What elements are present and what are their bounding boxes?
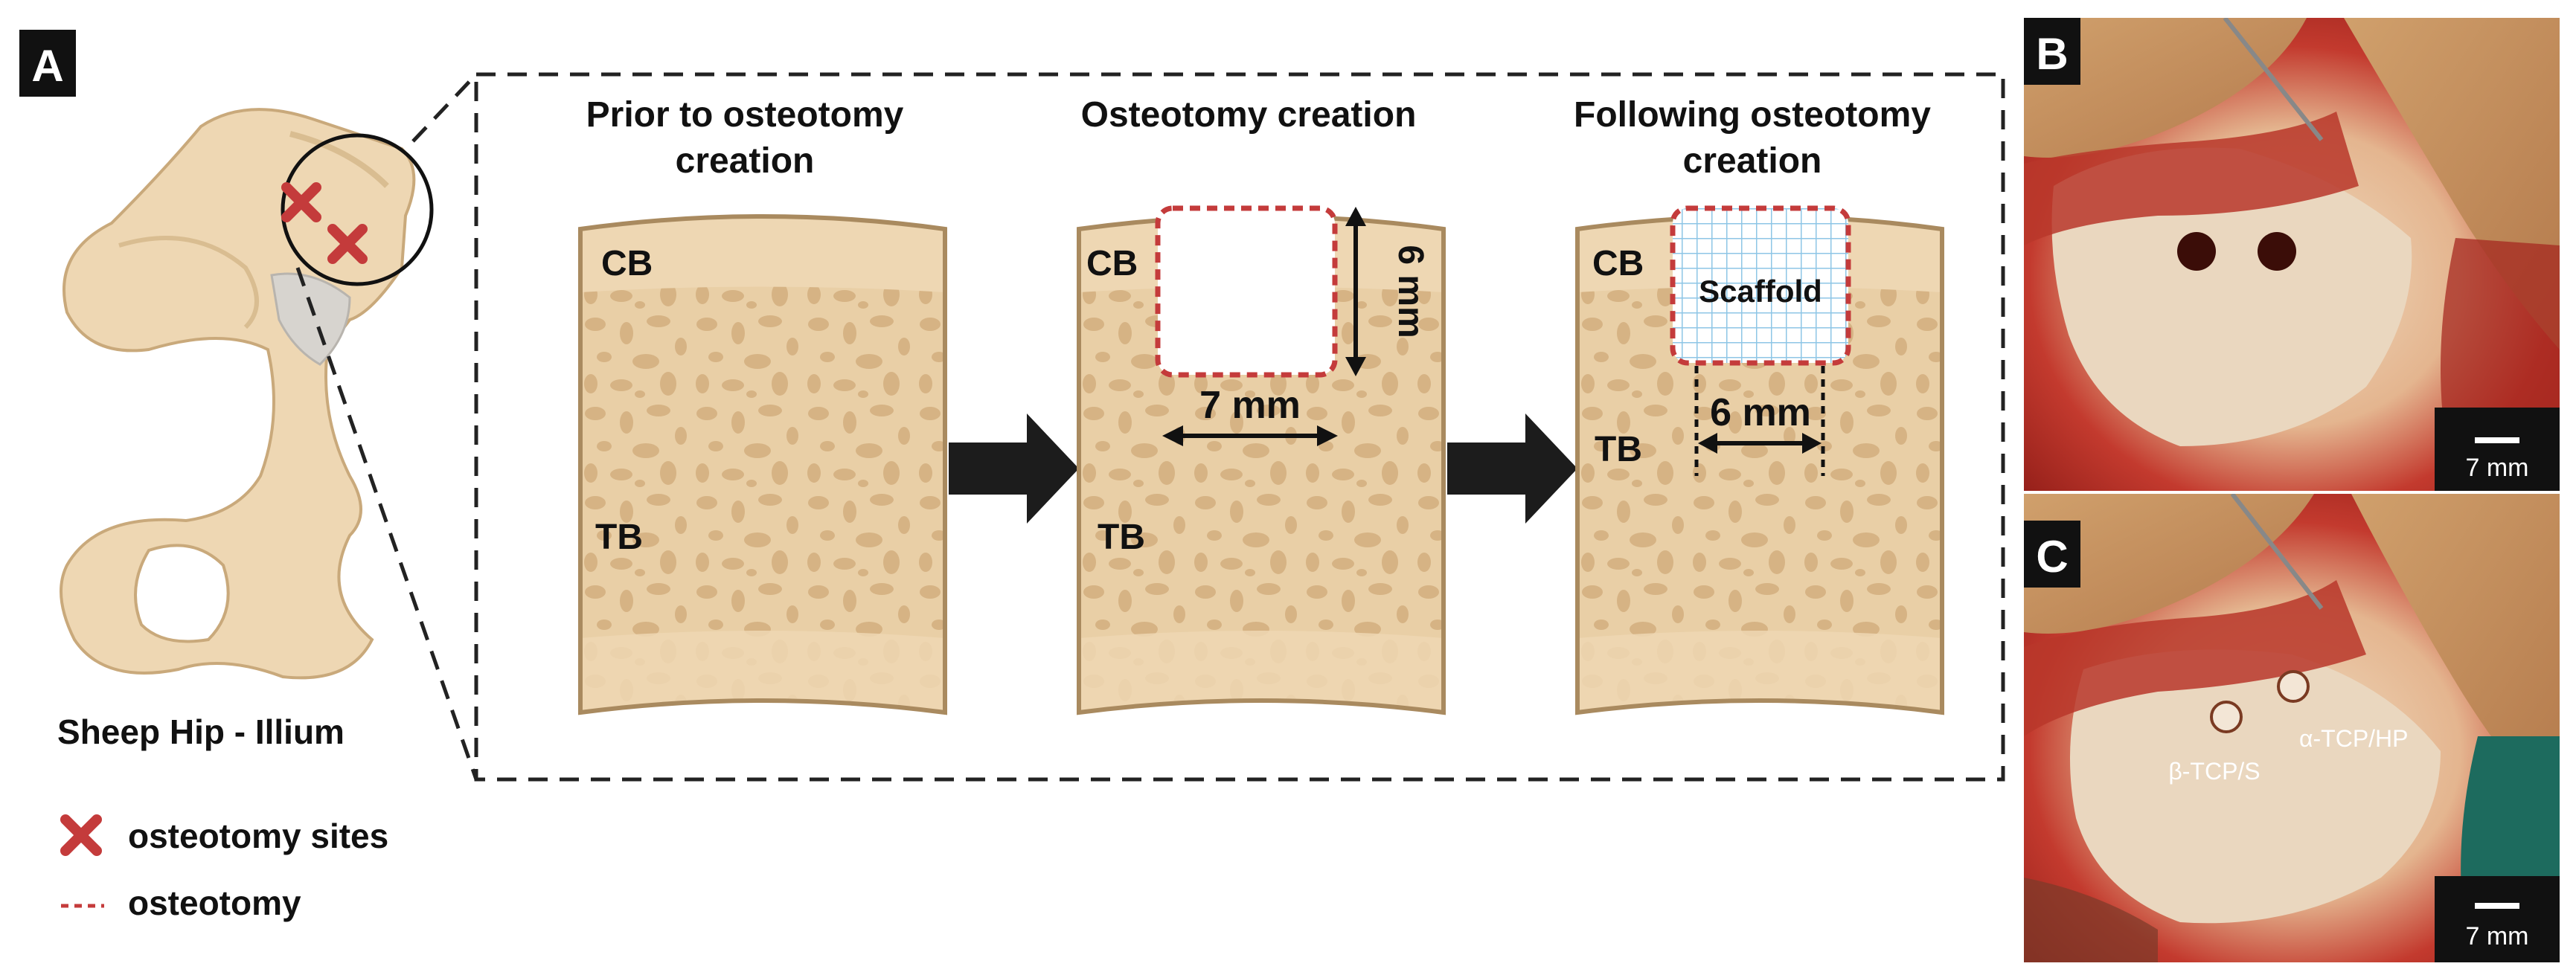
label-cb-created: CB [1086,244,1138,283]
label-beta-tcp-s: β-TCP/S [2168,758,2260,785]
label-cb-prior: CB [601,244,653,283]
inset-box [474,72,2005,782]
stage-following-title-1: Following osteotomy [1574,95,1931,135]
zoom-line-upper [411,73,478,143]
stage-prior-title-2: creation [676,141,815,181]
depth-dimension [1345,207,1366,376]
label-tb-prior: TB [595,518,643,557]
osteotomy-defect [1155,205,1338,378]
hip-caption: Sheep Hip - Illium [57,712,345,751]
scale-bar-b [2475,437,2519,443]
legend: osteotomy sites osteotomy [60,814,388,922]
stage-created: Osteotomy creation CB TB 6 mm 7 mm [1079,95,1444,712]
label-tb-created: TB [1098,518,1145,557]
surgical-photo-c [2024,494,2560,962]
label-cb-following: CB [1592,244,1644,283]
label-alpha-tcp-hp: α-TCP/HP [2299,725,2409,752]
stage-following: Following osteotomy creation Scaffold CB… [1574,95,1942,712]
label-tb-following: TB [1595,430,1642,469]
width-dimension-created [1162,425,1338,446]
stage-created-title: Osteotomy creation [1081,95,1417,135]
legend-osteotomy: osteotomy [128,884,301,922]
label-width-filled: 6 mm [1710,391,1811,434]
stage-prior: Prior to osteotomy creation CB TB [580,95,945,712]
panel-letter-c: C [2036,532,2068,582]
width-extension-lines [1694,366,1825,476]
panel-letter-a-box [19,30,76,97]
panel-letter-a: A [31,41,63,91]
scale-bar-c [2475,903,2519,909]
scaffold-implant [1670,205,1851,366]
osteotomy-site-marker [281,182,368,264]
stage-prior-title-1: Prior to osteotomy [586,95,904,135]
bone-slab-prior [580,216,945,712]
zoom-circle [281,133,434,286]
process-arrow-1 [949,414,1079,524]
stage-following-title-2: creation [1683,141,1822,181]
legend-cross-icon [60,814,102,856]
scale-bar-b-label: 7 mm [2466,454,2529,482]
panel-b: B 7 mm [2024,18,2560,491]
scale-bar-b-box [2435,408,2560,491]
label-depth: 6 mm [1391,245,1430,338]
panel-letter-c-box [2024,521,2080,588]
zoom-line-lower [295,267,478,780]
scale-bar-c-label: 7 mm [2466,922,2529,950]
panel-letter-b: B [2036,29,2068,79]
sheep-hip-illustration [60,108,434,680]
scale-bar-c-box [2435,876,2560,962]
process-arrow-2 [1447,414,1577,524]
panel-c: C α-TCP/HP β-TCP/S 7 mm [2024,494,2560,962]
panel-a: A Sheep Hip - Illium osteotomy sites ost… [19,30,2005,922]
width-dimension-filled [1698,433,1822,454]
panel-letter-b-box [2024,18,2080,85]
legend-osteotomy-sites: osteotomy sites [128,817,388,855]
label-width-created: 7 mm [1199,384,1301,427]
label-scaffold: Scaffold [1699,274,1822,309]
